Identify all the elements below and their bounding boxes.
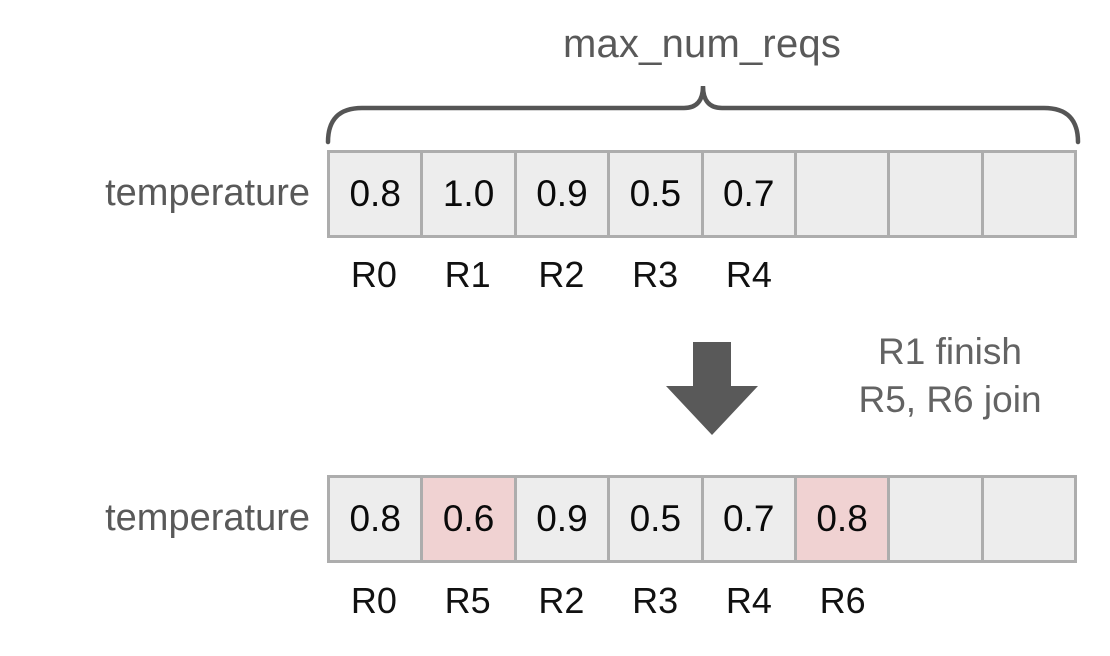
bottom-row-slot: 0.8 xyxy=(330,478,424,560)
bottom-row-slot: 0.5 xyxy=(610,478,704,560)
bottom-row-request-id xyxy=(983,578,1077,624)
top-row-request-id xyxy=(796,252,890,298)
top-row-slot: 0.9 xyxy=(516,153,611,235)
bottom-row-request-id: R2 xyxy=(538,580,585,621)
bottom-row-slot: 0.7 xyxy=(703,478,797,560)
bottom-row-request-id: R4 xyxy=(725,580,772,621)
top-row-request-id: R4 xyxy=(725,254,772,295)
top-row-slot: 0.5 xyxy=(610,153,704,235)
transition-note: R1 finish R5, R6 join xyxy=(800,328,1100,424)
bottom-row-slot: 0.9 xyxy=(516,478,611,560)
top-row-request-ids: R0 R1 R2 R3 R4 xyxy=(327,252,1077,298)
bottom-row-slot: 0.8 xyxy=(796,478,891,560)
bottom-row-request-id: R6 xyxy=(819,580,866,621)
capacity-brace-icon xyxy=(325,85,1081,145)
bottom-row-request-id: R3 xyxy=(632,580,679,621)
top-row-label: temperature xyxy=(105,172,310,214)
transition-note-line-1: R1 finish xyxy=(878,331,1022,372)
top-row-slot xyxy=(890,153,984,235)
top-row-slot: 0.8 xyxy=(330,153,424,235)
top-row-request-id xyxy=(983,252,1077,298)
top-row-request-id: R1 xyxy=(444,254,491,295)
bottom-row-slot xyxy=(983,478,1074,560)
bottom-row-request-id xyxy=(890,578,984,624)
top-row-slot: 1.0 xyxy=(423,153,517,235)
bottom-row-request-ids: R0 R5 R2 R3 R4 R6 xyxy=(327,578,1077,624)
top-row-request-id: R3 xyxy=(632,254,679,295)
top-row-request-id: R0 xyxy=(350,254,397,295)
transition-note-line-2: R5, R6 join xyxy=(858,379,1042,420)
top-row-slot xyxy=(983,153,1074,235)
bottom-row-label: temperature xyxy=(105,497,310,539)
bottom-row-request-id: R0 xyxy=(350,580,397,621)
top-row-slot: 0.7 xyxy=(703,153,797,235)
bottom-row-request-id: R5 xyxy=(444,580,491,621)
top-row-request-id: R2 xyxy=(538,254,585,295)
bottom-row-slot xyxy=(890,478,984,560)
top-row-request-id xyxy=(890,252,984,298)
bottom-row-slot: 0.6 xyxy=(423,478,517,560)
arrow-down-icon xyxy=(666,342,758,435)
top-row-slot xyxy=(796,153,891,235)
capacity-title: max_num_reqs xyxy=(562,22,842,66)
